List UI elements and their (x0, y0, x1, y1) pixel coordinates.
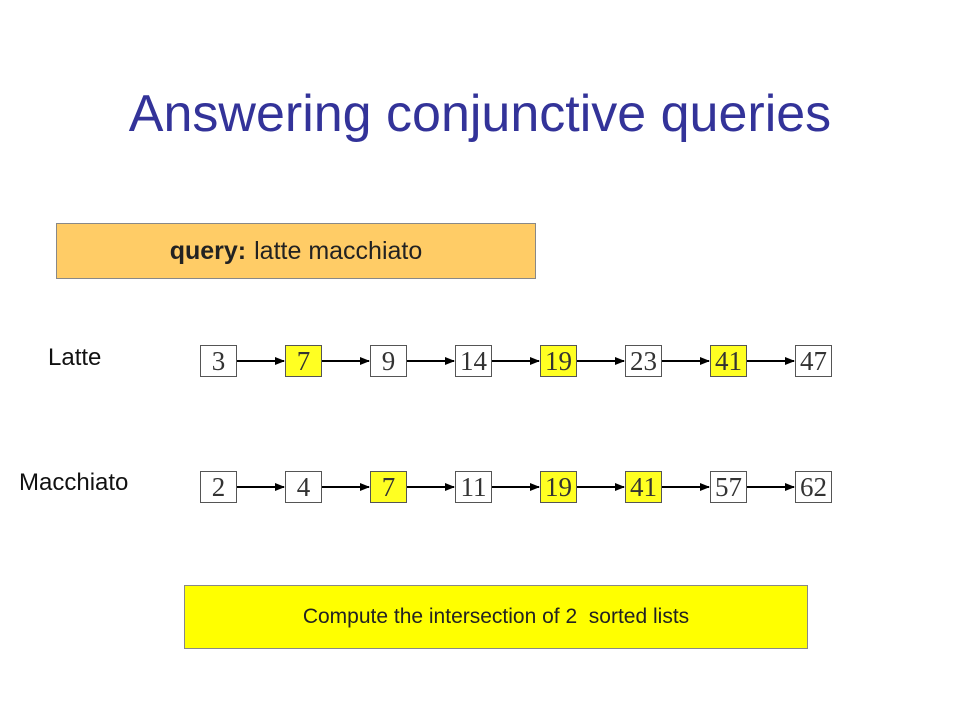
slide-title: Answering conjunctive queries (128, 85, 832, 143)
latte-label: Latte (48, 344, 102, 371)
macchiato-node-11: 11 (455, 471, 492, 503)
query-text: latte macchiato (254, 236, 423, 265)
latte-node-14: 14 (455, 345, 492, 377)
latte-node-47: 47 (795, 345, 832, 377)
macchiato-node-4: 4 (285, 471, 322, 503)
query-keyword: query: (169, 236, 247, 265)
latte-node-7: 7 (285, 345, 322, 377)
latte-node-19: 19 (540, 345, 577, 377)
macchiato-node-19: 19 (540, 471, 577, 503)
macchiato-node-57: 57 (710, 471, 747, 503)
macchiato-node-7: 7 (370, 471, 407, 503)
latte-node-9: 9 (370, 345, 407, 377)
intersection-note: Compute the intersection of 2 sorted lis… (184, 585, 808, 649)
macchiato-node-62: 62 (795, 471, 832, 503)
latte-node-23: 23 (625, 345, 662, 377)
macchiato-node-2: 2 (200, 471, 237, 503)
macchiato-label: Macchiato (19, 469, 129, 496)
latte-node-3: 3 (200, 345, 237, 377)
query-box: query: latte macchiato (56, 223, 536, 279)
latte-node-41: 41 (710, 345, 747, 377)
macchiato-node-41: 41 (625, 471, 662, 503)
